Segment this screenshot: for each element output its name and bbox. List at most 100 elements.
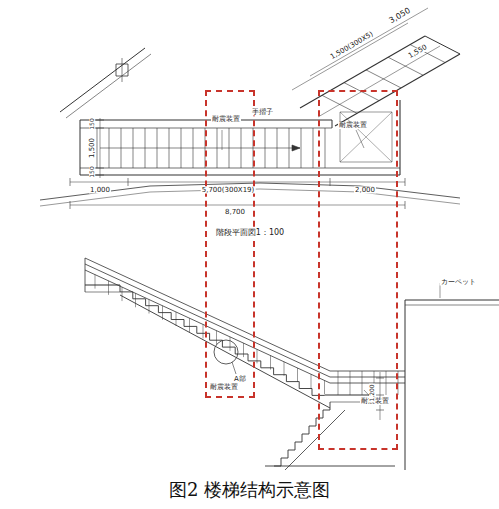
device-label: A部 [233,376,247,383]
drawing-line [176,312,177,326]
drawing-line [85,270,330,383]
drawing-line [243,343,244,357]
drawing-line [135,293,136,307]
view-title: 階段平面図1：100 [215,229,285,237]
drawing-line [292,23,408,90]
dashed-region: 耐震装置A部耐震装置 [205,90,255,398]
drawing-line [230,337,231,351]
drawing-line [330,383,405,384]
drawing-line [85,284,120,285]
device-label: 耐震装置 [209,384,239,391]
drawing-line [405,305,499,306]
drawing-line [70,201,71,209]
drawing-path [340,112,392,162]
drawing-line [325,394,372,395]
drawing-line [405,201,406,209]
dimension-text: 3,050 [387,6,413,25]
drawing-line [189,318,190,332]
drawing-line [70,205,405,206]
dimension-text: 8,700 [224,209,246,216]
drawing-line [356,130,364,148]
drawing-line [376,410,384,411]
drawing-path [274,402,330,466]
dimension-text: 5,700(300X19) [201,187,256,194]
drawing-line [265,466,395,467]
drawing-line [120,295,330,408]
part-name: 手摺子 [251,109,274,116]
dimension-text: 1,000 [89,187,111,194]
drawing-line [97,128,98,168]
drawing-line [380,372,381,420]
drawing-line [285,410,345,470]
drawing-line [350,371,351,395]
drawing-line [338,371,339,395]
drawing-line [122,58,123,82]
drawing-line [376,395,384,396]
drawing-line [340,112,392,162]
drawing-line [128,178,129,186]
drawing-line [222,130,223,150]
drawing-line [85,264,330,377]
drawing-line [324,380,325,394]
detail-circle [214,340,238,364]
drawing-line [100,118,101,178]
drawing-line [122,287,123,301]
drawing-line [313,128,314,168]
drawing-line [297,368,298,382]
drawing-line [203,324,204,338]
drawing-line [270,356,271,370]
dimension-text: 1,200 [369,383,375,402]
device-label: 耐震装置 [338,122,368,129]
dimension-text: 1,550 [407,43,430,60]
drawing-line [330,178,331,186]
drawing-line [70,182,405,183]
drawing-line [425,36,460,54]
drawing-line [149,300,150,314]
drawing-line [85,258,330,371]
dimension-text: 150 [89,165,95,178]
drawing-line [325,128,326,168]
drawing-line [257,349,258,363]
drawing-line [405,300,406,470]
drawing-line [405,300,499,301]
drawing-line [85,258,86,292]
drawing-line [162,306,163,320]
drawing-line [332,120,333,128]
drawing-line [108,281,109,295]
drawing-line [96,128,104,129]
drawing-line [95,275,96,289]
drawing-line [340,112,392,162]
drawing-line [232,362,236,374]
drawing-line [330,377,405,378]
drawing-line [330,371,405,372]
drawing-line [301,128,302,168]
dimension-text: 2,000 [354,187,376,194]
drawing-path [292,145,300,151]
drawing-line [362,371,363,395]
drawing-path [120,285,325,395]
dimension-text: 1,500 [89,137,96,159]
figure-caption: 图2 楼梯结构示意图 [0,478,499,502]
drawing-line [100,148,300,149]
drawing-line [70,178,71,186]
drawing-line [399,100,400,175]
drawing-line [284,362,285,376]
drawing-line [96,120,104,121]
drawing-line [376,378,384,379]
device-label: 耐震装置 [211,116,241,123]
dashed-region: 耐震装置耐震装置 [318,90,398,450]
drawing-line [85,292,120,293]
drawing-line [80,174,400,175]
device-label: 耐震装置 [360,398,390,405]
drawing-line [80,168,400,169]
drawing-line [405,178,406,186]
dimension-text: 150 [89,117,95,130]
drawing-line [310,8,428,76]
part-name: カーペット [440,279,477,286]
drawing-line [60,48,145,112]
drawing-line [96,175,104,176]
drawing-line [80,120,81,175]
drawing-line [386,371,387,395]
